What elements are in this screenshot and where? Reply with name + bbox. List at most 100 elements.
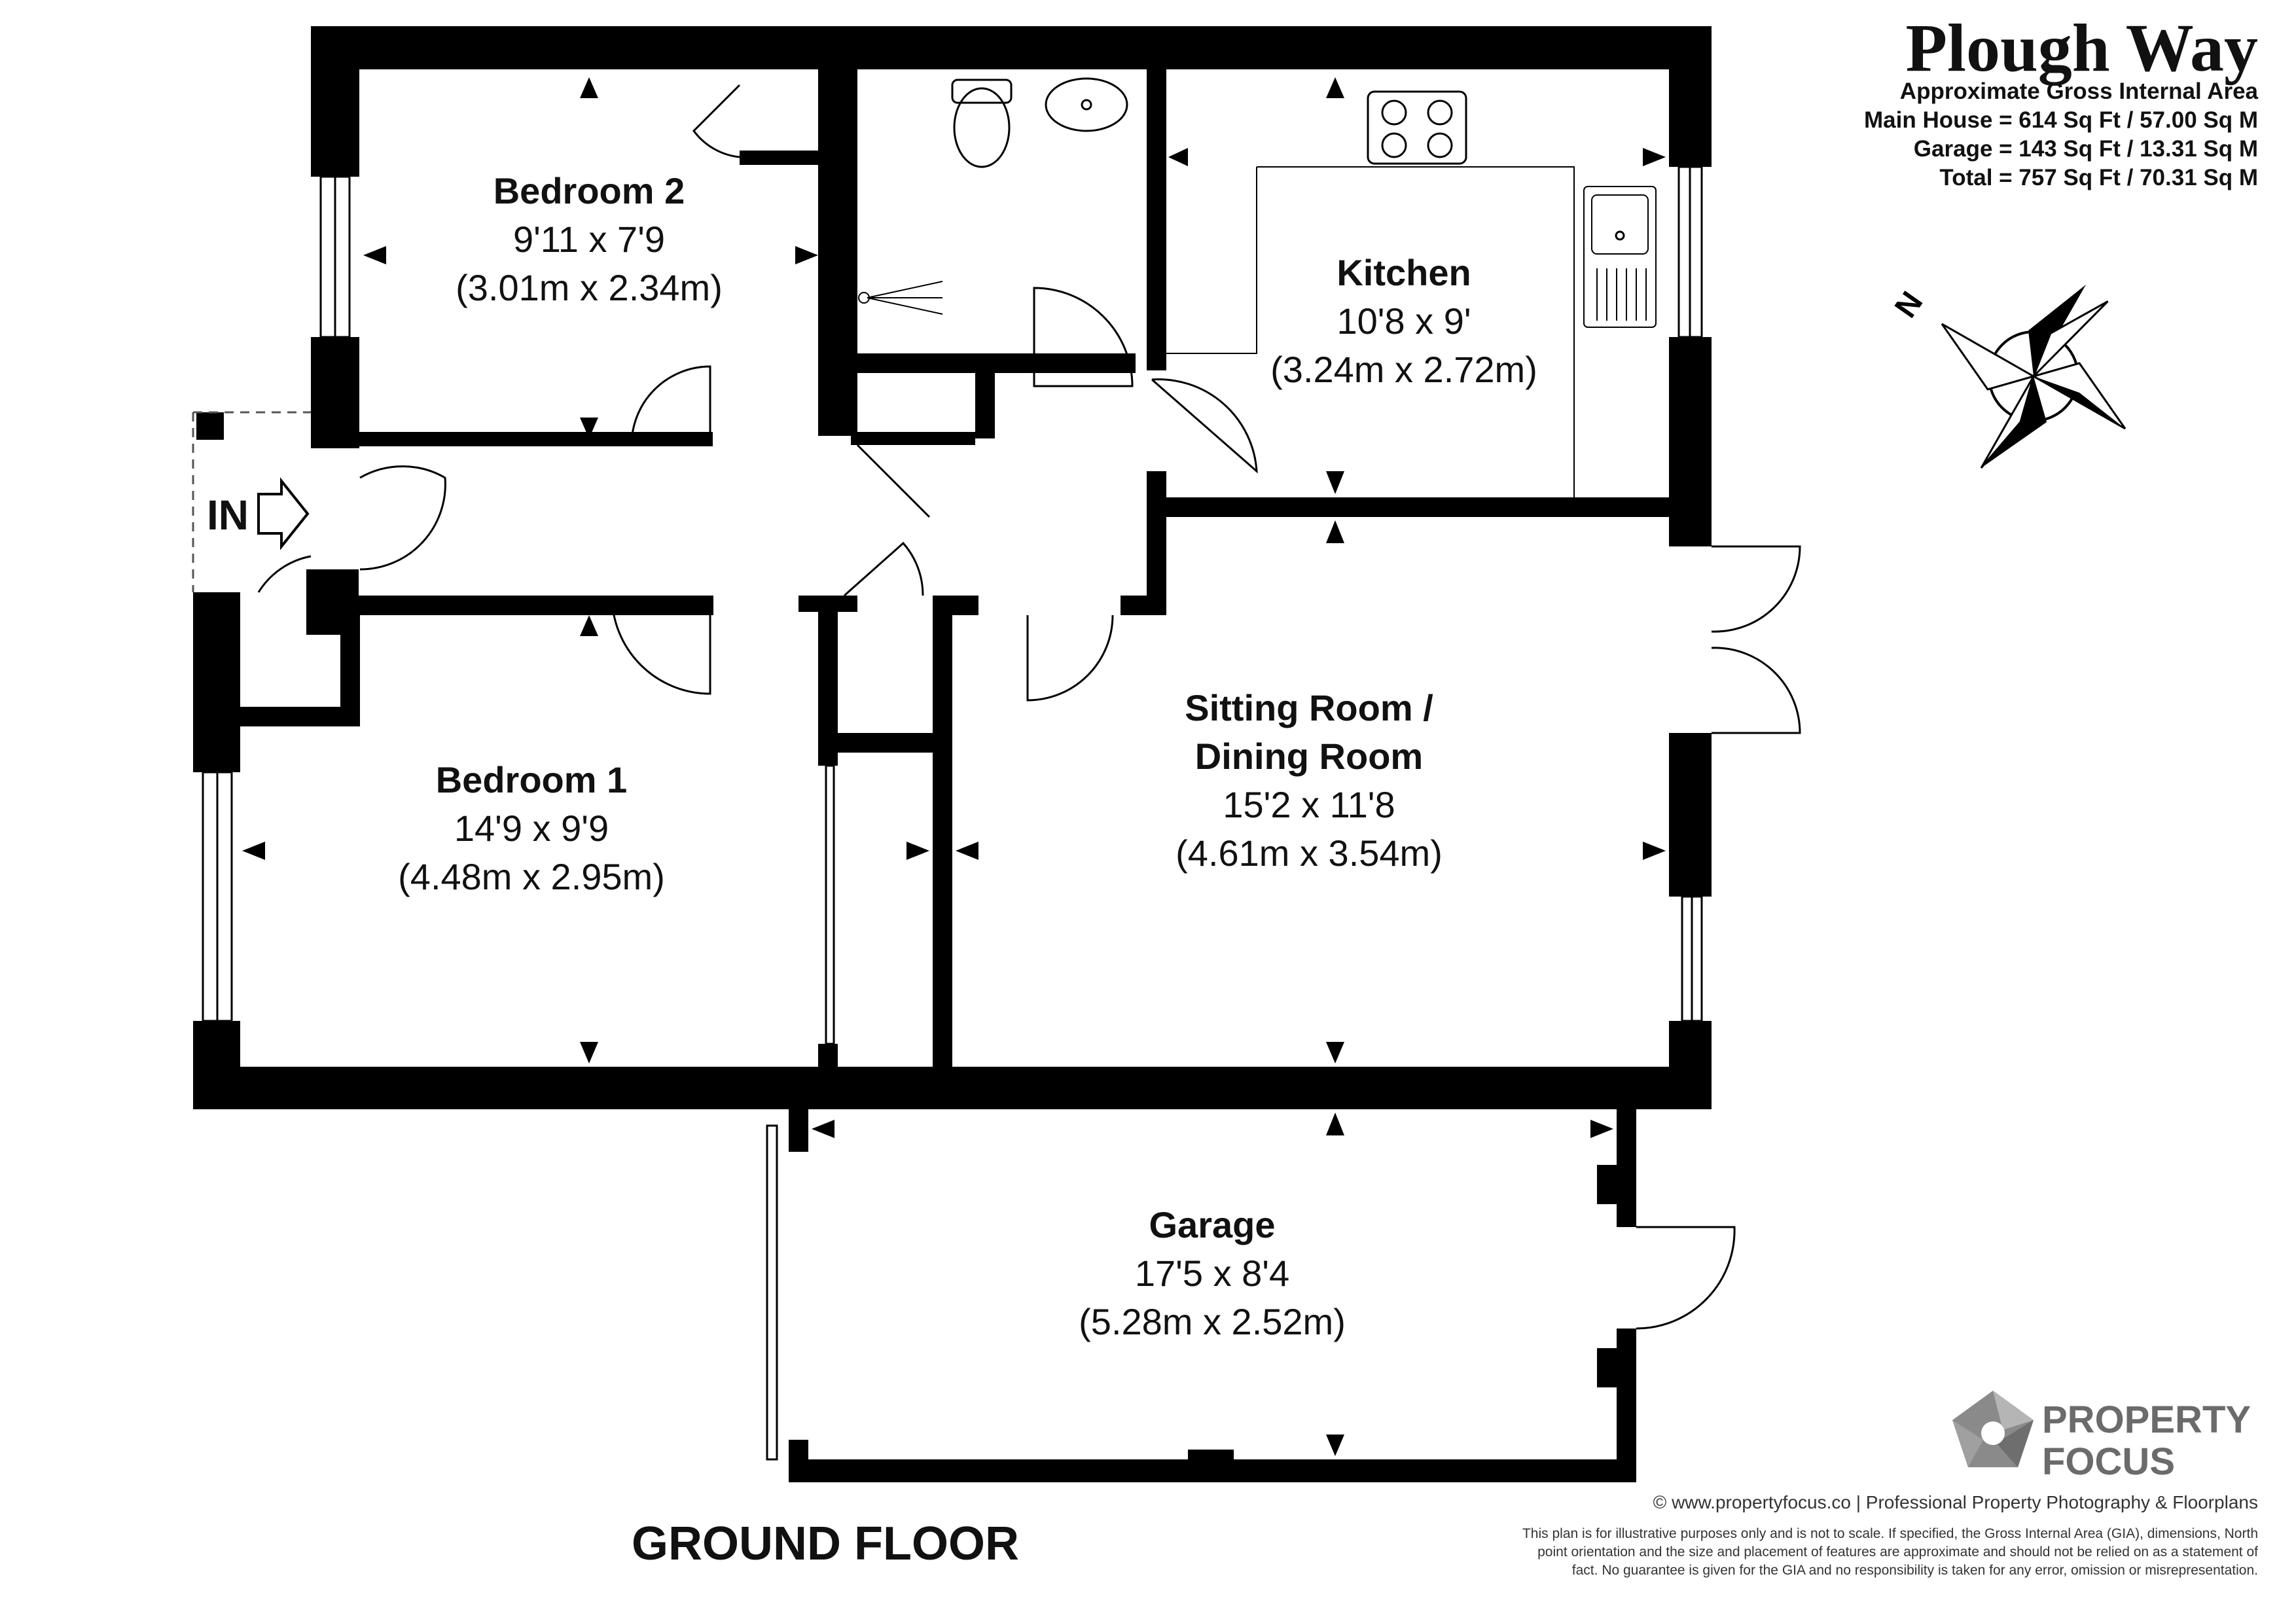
wall-right-sitting-mid bbox=[1669, 733, 1712, 897]
door-bedroom1 bbox=[611, 595, 711, 695]
room-imperial: 9'11 x 7'9 bbox=[512, 219, 666, 260]
room-name-line2: Dining Room bbox=[1194, 736, 1424, 777]
disclaimer-line: fact. No guarantee is given for the GIA … bbox=[1571, 1563, 2258, 1578]
brand-logo-icon bbox=[1952, 1391, 2034, 1467]
door-porch bbox=[257, 555, 312, 593]
sink-icon bbox=[1583, 186, 1657, 328]
wall-bathroom-bottom bbox=[838, 353, 1136, 373]
disclaimer-line: point orientation and the size and place… bbox=[1537, 1544, 2258, 1560]
room-name: Kitchen bbox=[1336, 252, 1471, 293]
wall-kitchen-bottom bbox=[1152, 497, 1669, 517]
wall-store-bottom bbox=[818, 1044, 838, 1070]
wall-kitchen-left-low bbox=[1147, 471, 1166, 615]
wardrobe-door bbox=[825, 764, 835, 1045]
entrance-label: IN bbox=[207, 491, 249, 539]
wall-right-sitting-top bbox=[1669, 497, 1712, 546]
windows bbox=[202, 166, 1703, 1461]
shower-icon bbox=[858, 281, 943, 315]
wall-bottom-main bbox=[193, 1067, 1712, 1109]
door-cupboard bbox=[856, 444, 931, 518]
wall-porch-top bbox=[196, 412, 224, 440]
floor-label: GROUND FLOOR bbox=[632, 1518, 1019, 1570]
room-imperial: 10'8 x 9' bbox=[1336, 300, 1471, 342]
room-garage: Garage 17'5 x 8'4 (5.28m x 2.52m) bbox=[1079, 1201, 1346, 1346]
door-store bbox=[844, 541, 924, 597]
room-name: Bedroom 1 bbox=[435, 759, 628, 800]
porch-outline bbox=[192, 411, 311, 592]
brand-line1: PROPERTY bbox=[2042, 1399, 2251, 1441]
garage-door bbox=[766, 1124, 778, 1461]
room-metric: (4.48m x 2.95m) bbox=[398, 856, 665, 897]
wall-garage-bottom bbox=[789, 1459, 1636, 1482]
wall-right-kitchen-top bbox=[1669, 26, 1712, 167]
room-bedroom2: Bedroom 2 9'11 x 7'9 (3.01m x 2.34m) bbox=[456, 167, 723, 312]
wall-top bbox=[311, 26, 1712, 69]
room-imperial: 17'5 x 8'4 bbox=[1134, 1253, 1290, 1294]
door-sitting bbox=[1026, 615, 1114, 702]
basin-icon bbox=[1045, 77, 1128, 132]
room-sitting-dining: Sitting Room / Dining Room 15'2 x 11'8 (… bbox=[1175, 684, 1443, 878]
fixtures bbox=[858, 77, 1657, 497]
compass-rose-icon: N bbox=[1888, 285, 2126, 469]
room-imperial: 14'9 x 9'9 bbox=[454, 808, 609, 849]
wall-garage-left-top bbox=[789, 1109, 808, 1152]
area-main-house: Main House = 614 Sq Ft / 57.00 Sq M bbox=[1864, 107, 2258, 133]
door-french-top bbox=[1711, 545, 1801, 633]
footer-credit: © www.propertyfocus.co | Professional Pr… bbox=[1653, 1492, 2258, 1512]
wall-bathroom-left bbox=[838, 69, 857, 436]
wall-left-bedroom2-lower bbox=[311, 337, 359, 448]
wall-garage-bottom-pier bbox=[1188, 1450, 1234, 1463]
wall-store-right bbox=[933, 596, 952, 1073]
wall-sitting-left bbox=[933, 596, 978, 615]
drainer-icon bbox=[1596, 268, 1647, 321]
door-entrance bbox=[359, 465, 446, 571]
worktop-outline bbox=[1166, 166, 1575, 497]
area-garage: Garage = 143 Sq Ft / 13.31 Sq M bbox=[1913, 136, 2258, 162]
room-bedroom1: Bedroom 1 14'9 x 9'9 (4.48m x 2.95m) bbox=[398, 756, 665, 901]
wall-garage-left-bottom bbox=[789, 1440, 808, 1479]
door-bedroom2-cupboard bbox=[692, 84, 741, 158]
wall-bedroom2-right bbox=[818, 69, 838, 436]
room-metric: (5.28m x 2.52m) bbox=[1079, 1301, 1346, 1342]
wall-cupboard-right bbox=[975, 373, 995, 438]
wall-left-bedroom1-top bbox=[193, 592, 240, 772]
wall-bedroom1-top-left bbox=[347, 596, 713, 615]
disclaimer-line: This plan is for illustrative purposes o… bbox=[1522, 1526, 2258, 1541]
hob-icon bbox=[1367, 90, 1467, 165]
wall-garage-right-pier2 bbox=[1597, 1348, 1636, 1387]
toilet-icon bbox=[953, 87, 1011, 168]
wall-bedroom2-bottom bbox=[359, 432, 713, 446]
page-title: Plough Way bbox=[1905, 10, 2258, 86]
door-bathroom bbox=[1033, 287, 1134, 387]
room-kitchen: Kitchen 10'8 x 9' (3.24m x 2.72m) bbox=[1270, 249, 1537, 394]
doors bbox=[257, 84, 1801, 1330]
room-name-line1: Sitting Room / bbox=[1185, 687, 1433, 728]
wall-cupboard-low bbox=[851, 432, 975, 445]
door-garage-side bbox=[1636, 1226, 1736, 1330]
room-metric: (4.61m x 3.54m) bbox=[1175, 832, 1443, 874]
room-metric: (3.24m x 2.72m) bbox=[1270, 349, 1537, 390]
door-french-bottom bbox=[1711, 647, 1801, 734]
entrance-arrow-icon bbox=[257, 477, 310, 550]
door-kitchen bbox=[1151, 378, 1258, 474]
wall-bathroom-right bbox=[1147, 69, 1166, 370]
wall-bedroom2-cupboard bbox=[740, 151, 818, 165]
brand-line2: FOCUS bbox=[2042, 1440, 2175, 1483]
area-heading: Approximate Gross Internal Area bbox=[1899, 79, 2258, 104]
dimension-markers bbox=[242, 77, 1666, 1456]
room-name: Bedroom 2 bbox=[493, 170, 685, 211]
area-total: Total = 757 Sq Ft / 70.31 Sq M bbox=[1939, 165, 2258, 190]
walls bbox=[193, 26, 1712, 1482]
room-metric: (3.01m x 2.34m) bbox=[456, 267, 723, 308]
brand-name: PROPERTY FOCUS bbox=[2042, 1399, 2251, 1483]
wall-bedroom1-right bbox=[818, 596, 838, 766]
wall-sitting-left-top bbox=[1121, 596, 1166, 615]
wall-porch-cupboard-bottom bbox=[240, 707, 358, 726]
wall-garage-right-pier bbox=[1597, 1165, 1636, 1204]
room-imperial: 15'2 x 11'8 bbox=[1223, 784, 1395, 825]
wall-left-bedroom2 bbox=[311, 26, 359, 177]
door-bedroom2 bbox=[630, 365, 711, 447]
room-name: Garage bbox=[1149, 1204, 1276, 1245]
compass-north-label: N bbox=[1888, 285, 1929, 324]
